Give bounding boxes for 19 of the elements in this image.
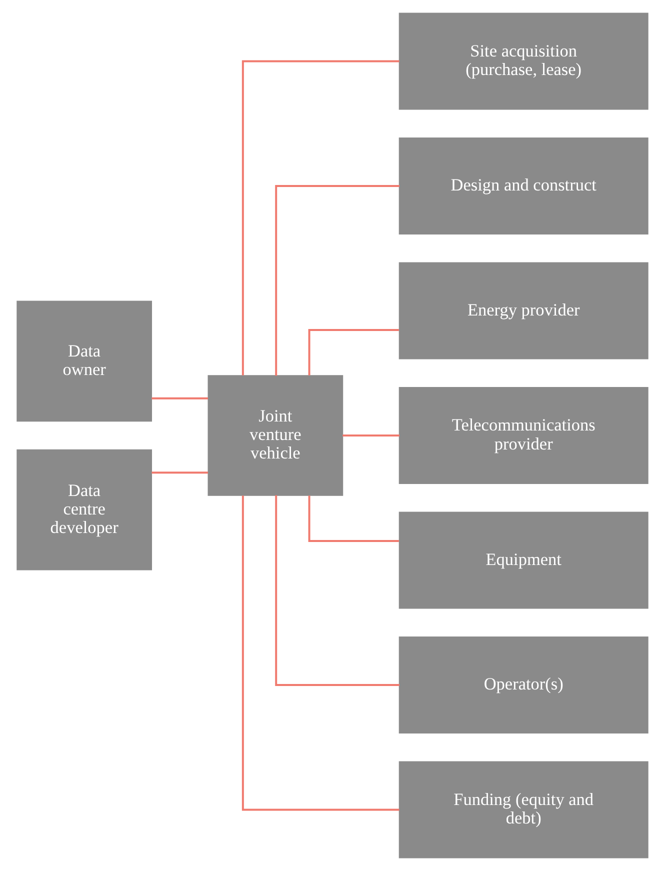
connector [152, 472, 208, 474]
connector [342, 434, 400, 436]
node-box: Joint venture vehicle [208, 375, 344, 496]
node-box: Site acquisition (purchase, lease) [398, 12, 648, 110]
node-box: Funding (equity and debt) [398, 761, 648, 858]
node-box: Telecommunications provider [398, 387, 648, 484]
node-box: Equipment [398, 512, 648, 609]
connector [275, 185, 400, 376]
node-box: Operator(s) [398, 636, 648, 734]
connector [308, 496, 399, 542]
node-box: Data centre developer [16, 449, 152, 570]
connector [242, 496, 400, 811]
connector [308, 329, 399, 376]
node-box: Design and construct [398, 138, 648, 234]
node-box: Energy provider [398, 262, 648, 360]
connector [242, 60, 400, 376]
connector [275, 495, 400, 686]
node-box: Data owner [16, 300, 152, 422]
connector [152, 397, 208, 400]
